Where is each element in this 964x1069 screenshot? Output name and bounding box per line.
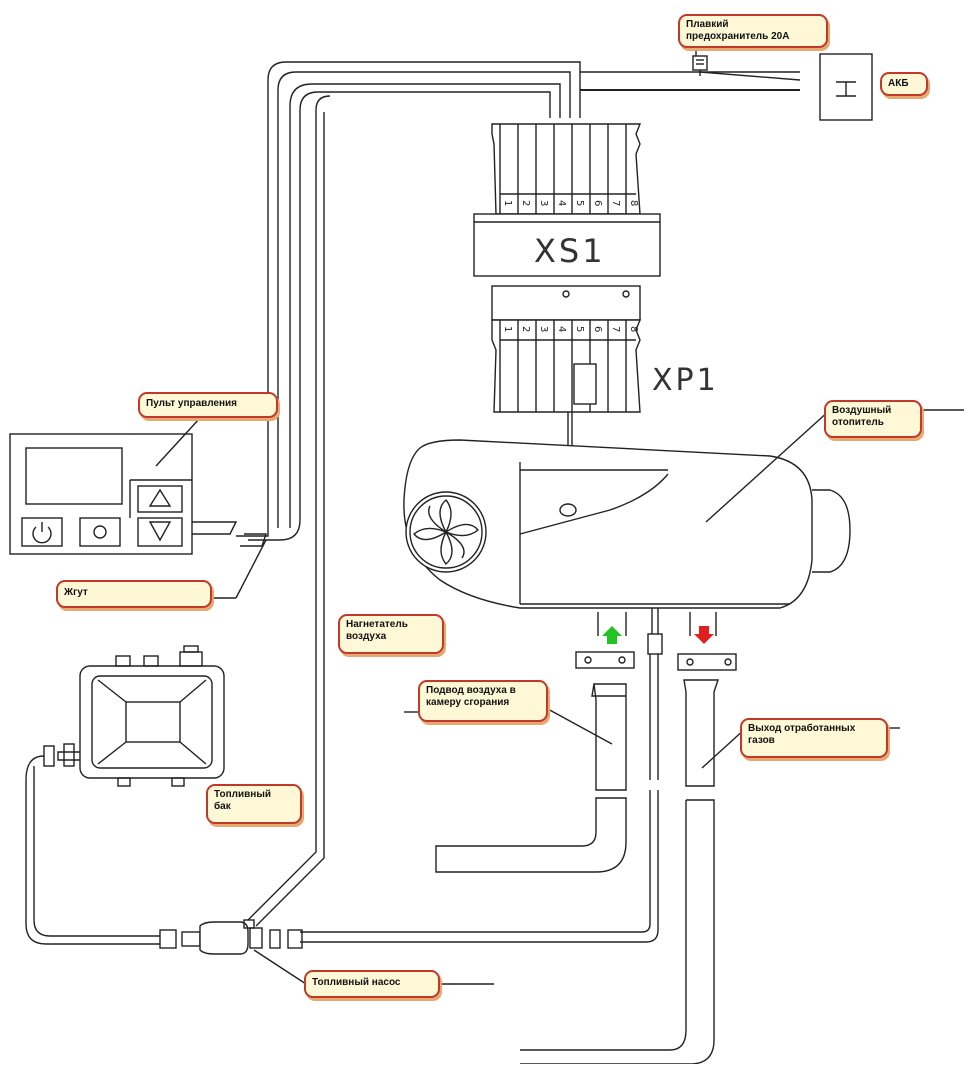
battery-icon: [819, 53, 873, 121]
air-intake-pipe: [435, 612, 635, 873]
exhaust-label: Выход отработанных газов: [740, 718, 888, 758]
arrow-up-icon: [148, 488, 172, 507]
control-panel-label: Пульт управления: [138, 392, 278, 418]
tank-fuel-line: [25, 755, 160, 945]
xs1-pin: 8: [628, 200, 639, 206]
harness-label: Жгут: [56, 580, 212, 608]
air-blower-fan: [405, 491, 487, 573]
intake-arrow-icon: [602, 626, 622, 644]
exhaust-arrow-icon: [694, 626, 714, 644]
xp1-pin: 6: [592, 326, 603, 332]
xp1-pin: 8: [628, 326, 639, 332]
xp1-pin-labels: 1 2 3 4 5 6 7 8: [502, 326, 639, 332]
xs1-pin: 5: [574, 200, 585, 206]
xs1-pin: 6: [592, 200, 603, 206]
xs1-pin: 2: [520, 200, 531, 206]
xp1-pin: 7: [610, 326, 621, 332]
xs1-connector: [473, 123, 661, 277]
fuse-icon: [692, 55, 708, 76]
fuel-tank-label: Топливный бак: [206, 784, 302, 824]
fuel-pump-body: [159, 95, 331, 955]
harness-cable: [236, 61, 581, 541]
xp1-pin: 1: [502, 326, 513, 332]
xs1-label: XS1: [534, 232, 606, 270]
xs1-pin: 4: [556, 200, 567, 206]
air-heater-body: [403, 439, 851, 609]
fuel-tank: [43, 645, 225, 787]
fuse-to-battery: [699, 71, 801, 81]
air-blower-label: Нагнетатель воздуха: [338, 614, 444, 654]
xp1-label: XP1: [652, 363, 719, 398]
power-icon: [32, 522, 52, 544]
air-intake-label: Подвод воздуха в камеру сгорания: [418, 680, 548, 722]
xs1-pin: 1: [502, 200, 513, 206]
xs1-pin: 3: [538, 200, 549, 206]
control-panel-device: [9, 433, 193, 555]
mode-icon: [93, 525, 107, 539]
battery-label: АКБ: [880, 72, 928, 96]
exhaust-pipe: [520, 612, 737, 1065]
fuel-pump-label: Топливный насос: [304, 970, 440, 998]
xp1-pin: 2: [520, 326, 531, 332]
harness-inner: [277, 71, 571, 528]
harness-stub: [240, 533, 267, 547]
air-heater-label: Воздушный отопитель: [824, 400, 922, 438]
fuse-label: Плавкий предохранитель 20А: [678, 14, 828, 48]
harness-panel-link: [189, 521, 238, 535]
fuel-line: [300, 608, 663, 943]
xs1-pin-labels: 1 2 3 4 5 6 7 8: [502, 200, 639, 206]
xp1-pin: 3: [538, 326, 549, 332]
xp1-pin: 5: [574, 326, 585, 332]
arrow-down-icon: [148, 521, 172, 542]
xs1-pin: 7: [610, 200, 621, 206]
xp1-connector: [491, 285, 642, 508]
xp1-pin: 4: [556, 326, 567, 332]
